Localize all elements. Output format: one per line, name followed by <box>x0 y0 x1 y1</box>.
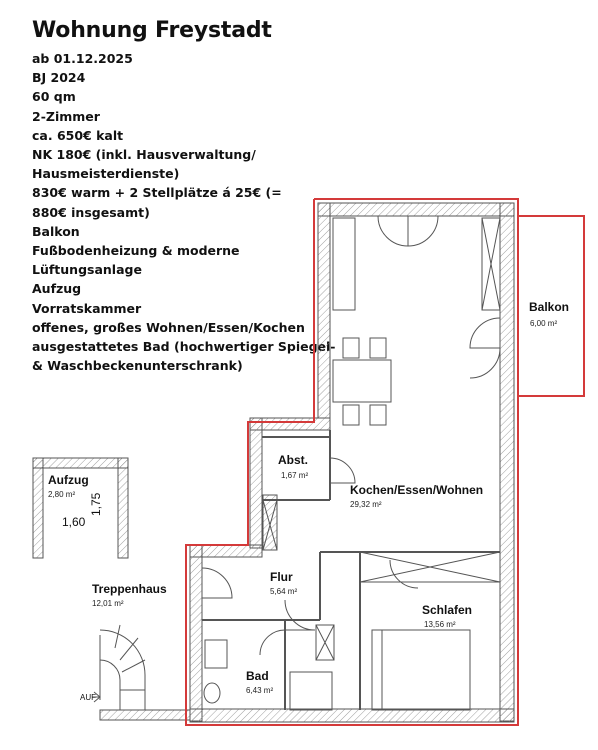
detail-line: Balkon <box>32 223 80 239</box>
detail-line: & Waschbeckenunterschrank) <box>32 358 243 374</box>
listing-text: Wohnung Freystadt ab 01.12.2025 BJ 2024 … <box>32 18 336 375</box>
detail-line: Vorratskammer <box>32 300 142 316</box>
detail-line: ca. 650€ kalt <box>32 127 124 143</box>
detail-line: BJ 2024 <box>32 70 86 86</box>
room-name-kochen: Kochen/Essen/Wohnen <box>350 483 483 497</box>
staircase <box>92 624 146 710</box>
detail-line: ausgestattetes Bad (hochwertiger Spiegel… <box>32 339 336 355</box>
detail-line: Aufzug <box>32 281 82 297</box>
detail-line: Fußbodenheizung & moderne <box>32 243 240 259</box>
room-name-schlafen: Schlafen <box>422 603 472 617</box>
room-area-schlafen: 13,56 m² <box>424 620 456 629</box>
balcony-outline <box>517 215 585 397</box>
apartment-outline <box>185 198 519 726</box>
room-name-treppenhaus: Treppenhaus <box>92 582 167 596</box>
detail-line: 2-Zimmer <box>32 108 100 124</box>
detail-line: 880€ insgesamt) <box>32 204 150 220</box>
listing-title: Wohnung Freystadt <box>32 18 272 43</box>
room-area-balkon: 6,00 m² <box>530 319 557 328</box>
room-area-bad: 6,43 m² <box>246 686 273 695</box>
dimension-depth: 1,75 <box>89 492 103 516</box>
room-name-flur: Flur <box>270 570 293 584</box>
detail-line: offenes, großes Wohnen/Essen/Kochen <box>32 319 305 335</box>
room-name-aufzug: Aufzug <box>48 473 89 487</box>
room-name-abst: Abst. <box>278 453 308 467</box>
room-area-abst: 1,67 m² <box>281 471 308 480</box>
exterior-walls <box>32 202 515 723</box>
room-area-treppenhaus: 12,01 m² <box>92 599 124 608</box>
detail-line: NK 180€ (inkl. Hausverwaltung/ <box>32 147 256 163</box>
stair-direction-label: AUF <box>80 693 96 702</box>
detail-line: 60 qm <box>32 89 76 105</box>
listing-details: ab 01.12.2025 BJ 2024 60 qm 2-Zimmer ca.… <box>32 49 336 375</box>
detail-line: ab 01.12.2025 <box>32 51 133 66</box>
detail-line: Lüftungsanlage <box>32 262 142 278</box>
door-swings <box>201 215 501 656</box>
detail-line: 830€ warm + 2 Stellplätze á 25€ (= <box>32 185 282 201</box>
room-area-kochen: 29,32 m² <box>350 500 382 509</box>
dimension-width: 1,60 <box>62 515 86 529</box>
room-area-flur: 5,64 m² <box>270 587 297 596</box>
room-name-bad: Bad <box>246 669 269 683</box>
furniture <box>203 217 501 711</box>
room-area-aufzug: 2,80 m² <box>48 490 75 499</box>
room-name-balkon: Balkon <box>529 300 569 314</box>
detail-line: Hausmeisterdienste) <box>32 166 180 182</box>
interior-walls <box>202 430 500 710</box>
